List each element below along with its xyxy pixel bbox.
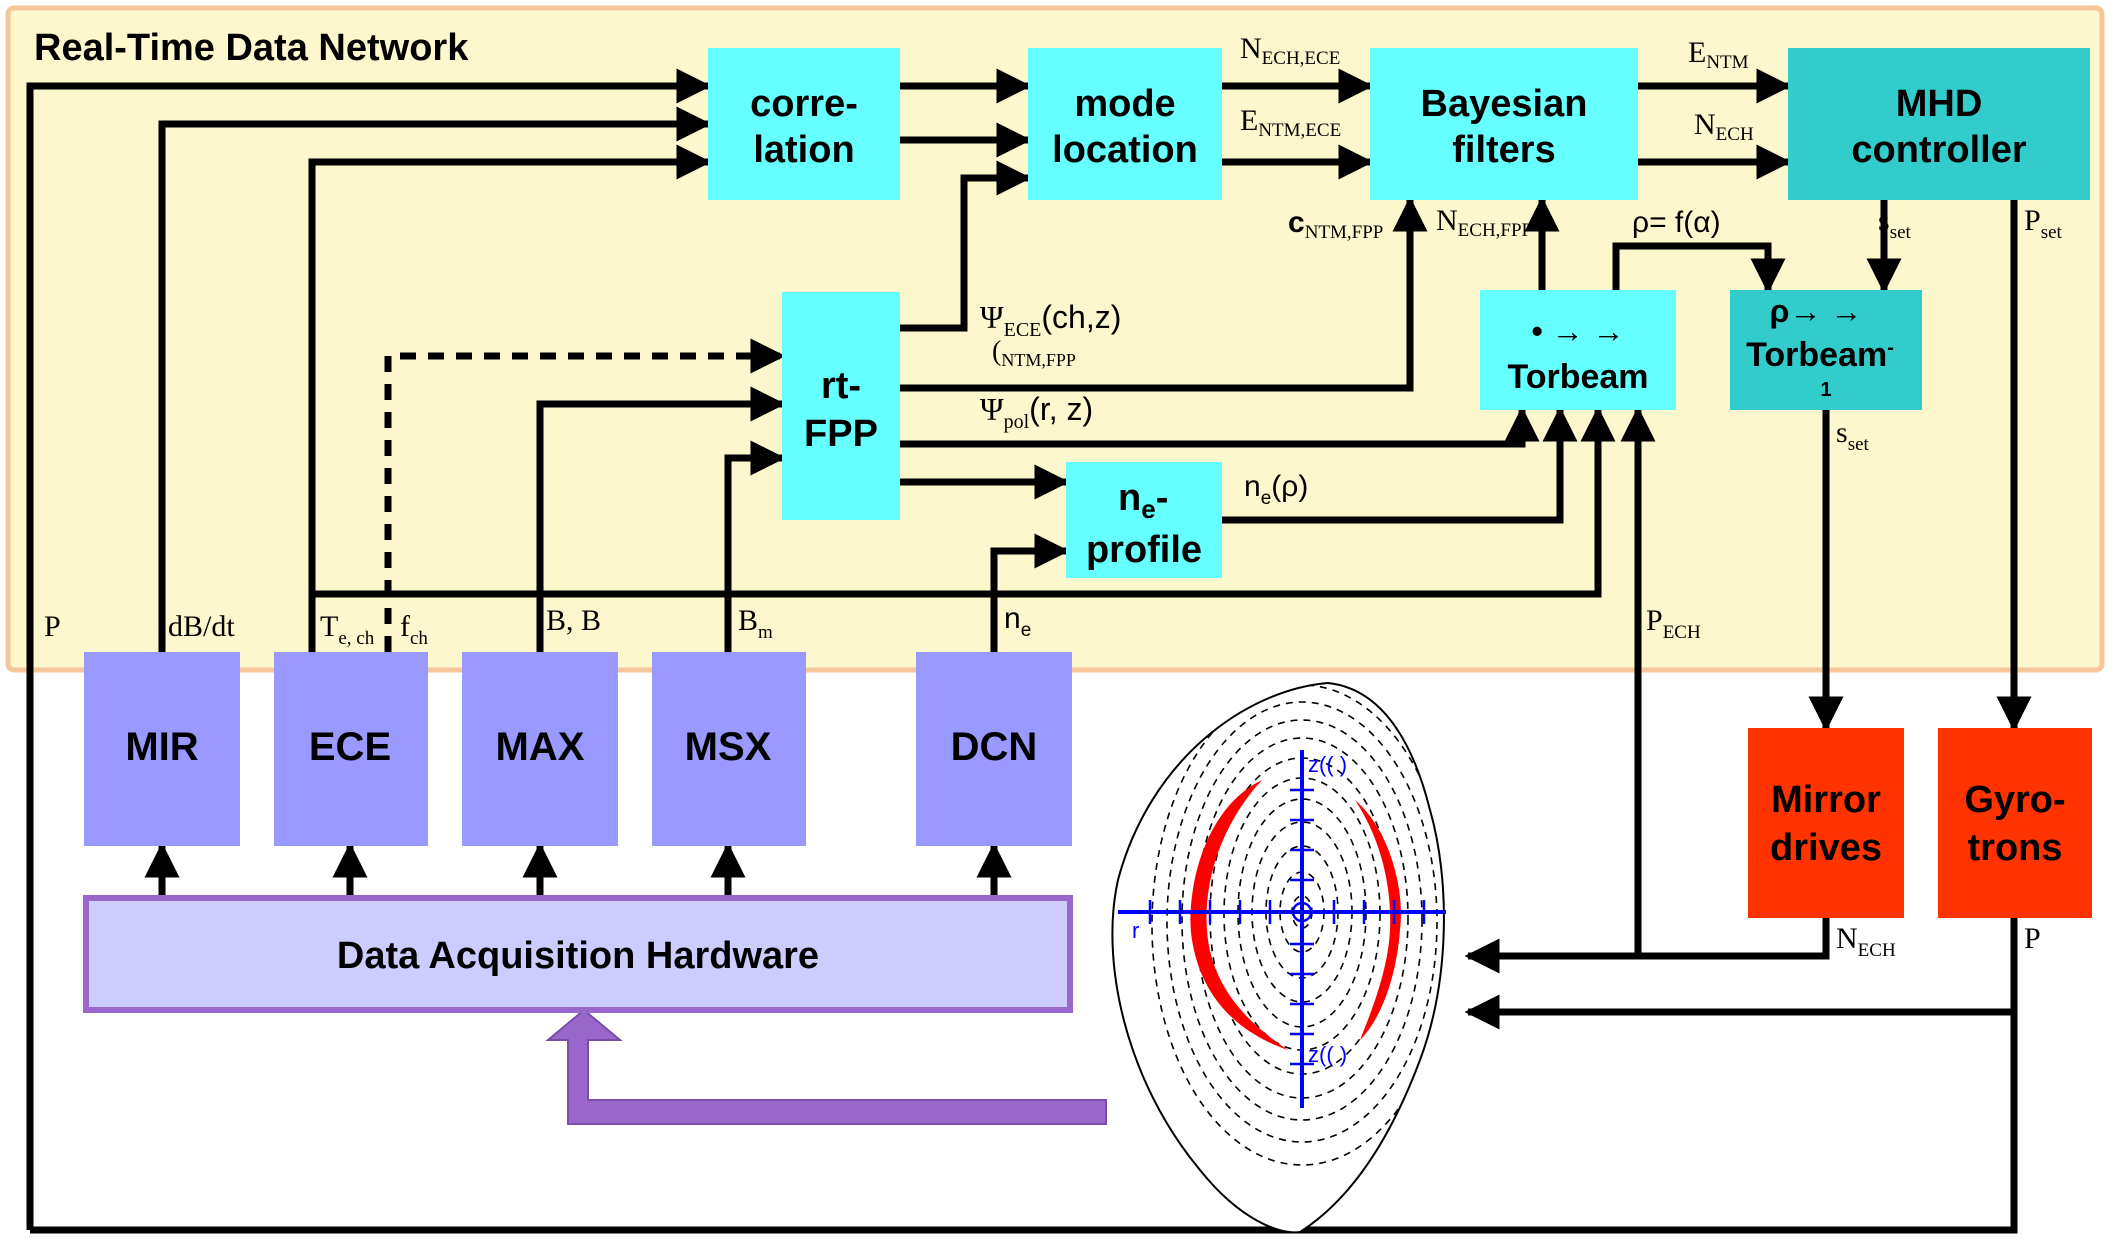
line-te-to-correlation — [308, 144, 712, 652]
label-ne-rho: ne(ρ) — [1244, 470, 1308, 509]
svg-text:Torbeam-: Torbeam- — [1746, 336, 1894, 374]
data-acquisition-hardware: Data Acquisition Hardware — [83, 895, 1073, 1013]
svg-text:mode: mode — [1074, 83, 1175, 125]
label-s-set-2: sset — [1836, 416, 1870, 455]
svg-text:MHD: MHD — [1896, 83, 1983, 125]
svg-text:MAX: MAX — [496, 725, 585, 769]
svg-text:FPP: FPP — [804, 413, 878, 455]
signal-labels: P dB/dt Te, ch fch B, B Bm ne NECH,ECE E… — [44, 32, 2063, 961]
block-bayesian-filters: Bayesian filters — [1370, 48, 1638, 200]
sensor-mir: MIR — [84, 652, 240, 846]
sensor-msx: MSX — [652, 652, 806, 846]
label-bm: Bm — [738, 604, 773, 643]
line-torbeam-to-torbeaminv — [1612, 242, 1786, 294]
sensor-ece: ECE — [274, 652, 428, 846]
svg-text:DCN: DCN — [951, 725, 1038, 769]
line-rtfpp-to-mode — [900, 160, 1032, 332]
label-p-set: Pset — [2024, 204, 2063, 243]
actuator-mirror-drives: Mirror drives — [1748, 728, 1904, 918]
label-n-ech-ece: NECH,ECE — [1240, 32, 1340, 69]
svg-text:rt-: rt- — [821, 365, 861, 407]
svg-text:ne-: ne- — [1118, 477, 1168, 524]
label-n-ech: NECH — [1694, 108, 1754, 145]
label-psi-pol: Ψpol(r, z) — [980, 391, 1093, 433]
label-e-ntm: ENTM — [1688, 36, 1749, 73]
svg-text:controller: controller — [1851, 129, 2026, 171]
line-dbdt-to-correlation — [158, 106, 712, 652]
plasma-feedback-arrow — [545, 1008, 1107, 1125]
plasma-z-bottom-label: z(( ) — [1308, 1042, 1347, 1067]
svg-text:MIR: MIR — [125, 725, 198, 769]
plasma-cross-section: z(( ) z(( ) r — [1111, 681, 1446, 1234]
line-te-to-torbeam — [312, 406, 1616, 598]
block-rtfpp: rt- FPP — [782, 292, 900, 520]
ech-deposition-right — [1355, 800, 1401, 1040]
line-fch-dashed-to-rtfpp — [384, 338, 786, 652]
block-mhd-controller: MHD controller — [1788, 48, 2090, 200]
svg-text:corre-: corre- — [750, 83, 858, 125]
svg-text:ECE: ECE — [309, 725, 391, 769]
block-mode-location: mode location — [1028, 48, 1222, 200]
label-p-left: P — [44, 610, 61, 643]
label-s-set: sset — [1878, 204, 1912, 243]
actuator-gyrotrons: Gyro- trons — [1938, 728, 2092, 918]
block-ne-profile: ne- profile — [1066, 462, 1222, 578]
line-neprofile-to-torbeam — [1222, 406, 1578, 524]
svg-text:• → →: • → → — [1532, 313, 1625, 349]
label-dbdt: dB/dt — [168, 610, 235, 643]
line-ne-to-neprofile — [990, 533, 1070, 652]
line-p-return — [30, 1012, 2018, 1234]
label-p-bottom: P — [2024, 922, 2041, 955]
label-e-ntm-ece: ENTM,ECE — [1240, 104, 1341, 141]
line-p-to-correlation — [26, 68, 712, 1230]
block-torbeam: • → → Torbeam — [1480, 290, 1676, 410]
svg-text:ρ→ →: ρ→ → — [1770, 293, 1863, 329]
line-bb-to-rtfpp — [536, 386, 786, 652]
svg-text:Bayesian: Bayesian — [1421, 83, 1588, 125]
svg-text:MSX: MSX — [685, 725, 772, 769]
sensor-max: MAX — [462, 652, 618, 846]
svg-text:Data Acquisition Hardware: Data Acquisition Hardware — [337, 935, 819, 977]
label-bb: B, B — [546, 604, 601, 637]
label-p-ech: PECH — [1646, 604, 1701, 643]
svg-text:filters: filters — [1452, 129, 1555, 171]
sensor-dcn: DCN — [916, 652, 1072, 846]
svg-text:location: location — [1052, 129, 1198, 171]
line-bm-to-rtfpp — [724, 440, 786, 652]
label-n-ech-fpp: NECH,FPP — [1436, 204, 1532, 241]
label-c-ntm-fpp: cNTM,FPP — [1288, 206, 1383, 243]
svg-text:1: 1 — [1820, 379, 1831, 401]
label-te: Te, ch — [320, 610, 375, 649]
label-ne-dcn: ne — [1004, 602, 1031, 641]
label-ntm-fpp: (NTM,FPP — [992, 336, 1076, 370]
svg-text:Torbeam: Torbeam — [1507, 358, 1648, 396]
ech-deposition-left — [1190, 780, 1288, 1050]
line-psipol-to-torbeam — [900, 406, 1540, 448]
svg-text:lation: lation — [753, 129, 854, 171]
label-psi-ece: ΨECE(ch,z) — [980, 299, 1121, 341]
plasma-z-top-label: z(( ) — [1308, 752, 1347, 777]
block-correlation: corre- lation — [708, 48, 900, 200]
label-n-ech-bottom: NECH — [1836, 922, 1896, 961]
block-torbeam-inverse: ρ→ → Torbeam- 1 — [1730, 290, 1922, 410]
svg-text:Gyro-: Gyro- — [1964, 779, 2065, 821]
label-rho-f: ρ= f(α) — [1632, 206, 1721, 239]
svg-text:trons: trons — [1968, 827, 2063, 869]
line-gyrotrons-to-plasma — [1464, 918, 2018, 1030]
label-fch: fch — [400, 610, 428, 649]
svg-text:Mirror: Mirror — [1771, 779, 1881, 821]
plasma-r-label: r — [1132, 918, 1139, 943]
svg-text:profile: profile — [1086, 529, 1202, 571]
line-mirror-to-plasma — [1464, 918, 1830, 974]
network-title: Real-Time Data Network — [34, 27, 469, 69]
connections — [26, 68, 2032, 1234]
svg-text:drives: drives — [1770, 827, 1882, 869]
line-rtfpp-to-bayes — [900, 196, 1428, 392]
